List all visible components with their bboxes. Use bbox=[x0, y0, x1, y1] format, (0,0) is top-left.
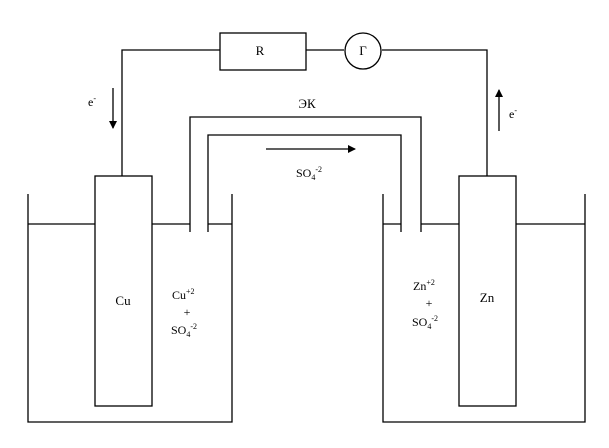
cu-electrode bbox=[94, 175, 153, 407]
electron-label-left: e- bbox=[88, 94, 96, 109]
left-plus-sign: + bbox=[184, 305, 191, 319]
salt-bridge-label: ЭК bbox=[298, 96, 316, 111]
right-cation-label: Zn+2 bbox=[413, 278, 435, 293]
resistor: R bbox=[219, 32, 307, 71]
right-plus-sign: + bbox=[426, 296, 433, 310]
right-anion-label: SO4-2 bbox=[412, 314, 438, 331]
resistor-box bbox=[219, 32, 307, 71]
left-half-cell: Cu Cu+2 + SO4-2 bbox=[27, 175, 233, 423]
right-half-cell: Zn Zn+2 + SO4-2 bbox=[382, 175, 586, 423]
right-beaker bbox=[382, 194, 586, 423]
galvanometer-circle bbox=[344, 32, 382, 70]
galvanometer-label: Г bbox=[359, 43, 367, 58]
zn-electrode-label: Zn bbox=[480, 290, 495, 305]
resistor-label: R bbox=[256, 43, 265, 58]
left-beaker bbox=[27, 194, 233, 423]
wire-right bbox=[382, 49, 488, 176]
zn-electrode bbox=[458, 175, 517, 407]
left-cation-label: Cu+2 bbox=[172, 287, 195, 302]
galvanometer: Г bbox=[344, 32, 382, 70]
bridge-ion-label: SO4-2 bbox=[296, 165, 322, 182]
left-anion-label: SO4-2 bbox=[171, 322, 197, 339]
external-circuit bbox=[121, 49, 488, 176]
salt-bridge-outer bbox=[189, 116, 422, 232]
salt-bridge: ЭК SO4-2 bbox=[189, 96, 422, 232]
electron-label-right: e- bbox=[509, 106, 517, 121]
salt-bridge-inner bbox=[207, 134, 402, 232]
cu-electrode-label: Cu bbox=[115, 293, 131, 308]
wire-left bbox=[121, 49, 220, 176]
